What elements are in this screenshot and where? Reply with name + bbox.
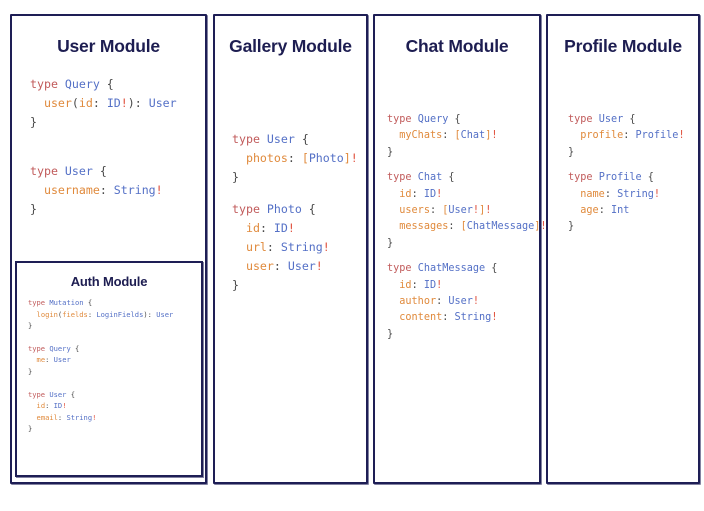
panel-title-profile-module: Profile Module bbox=[564, 36, 682, 56]
panel-user-module[interactable]: User Module type Query { user(id: ID!): … bbox=[10, 14, 207, 484]
code-block-auth-query: type Query { me: User} bbox=[28, 343, 80, 376]
code-block-user-query: type Query { user(id: ID!): User} bbox=[30, 77, 177, 130]
code-block-auth-user-type: type User { id: ID! email: String!} bbox=[28, 389, 97, 434]
panel-chat-module[interactable]: Chat Module type Query { myChats: [Chat]… bbox=[373, 14, 547, 484]
panel-profile-module[interactable]: Profile Module type User { profile: Prof… bbox=[546, 14, 700, 484]
code-block-profile-user-type: type User { profile: Profile!} bbox=[568, 114, 685, 158]
panel-title-gallery-module: Gallery Module bbox=[229, 36, 352, 56]
code-block-chat-query: type Query { myChats: [Chat]!} bbox=[387, 114, 498, 158]
code-block-gallery-user-type: type User { photos: [Photo]!} bbox=[232, 132, 358, 185]
code-block-auth-mutation: type Mutation { login(fields: LoginField… bbox=[28, 298, 174, 331]
code-block-gallery-photo-type: type Photo { id: ID! url: String! user: … bbox=[232, 201, 330, 293]
code-block-profile-type: type Profile { name: String! age: Int} bbox=[568, 172, 661, 233]
panel-title-auth-module: Auth Module bbox=[70, 274, 148, 289]
panel-gallery-module[interactable]: Gallery Module type User { photos: [Phot… bbox=[213, 14, 368, 484]
panel-auth-module[interactable]: Auth Module type Mutation { login(fields… bbox=[15, 261, 203, 477]
panel-title-user-module: User Module bbox=[57, 36, 160, 56]
code-block-chat-type: type Chat { id: ID! users: [User!]! mess… bbox=[387, 172, 547, 249]
panel-title-chat-module: Chat Module bbox=[405, 36, 509, 56]
code-block-user-type: type User { username: String!} bbox=[30, 163, 163, 217]
code-block-chatmessage-type: type ChatMessage { id: ID! author: User!… bbox=[387, 263, 498, 340]
